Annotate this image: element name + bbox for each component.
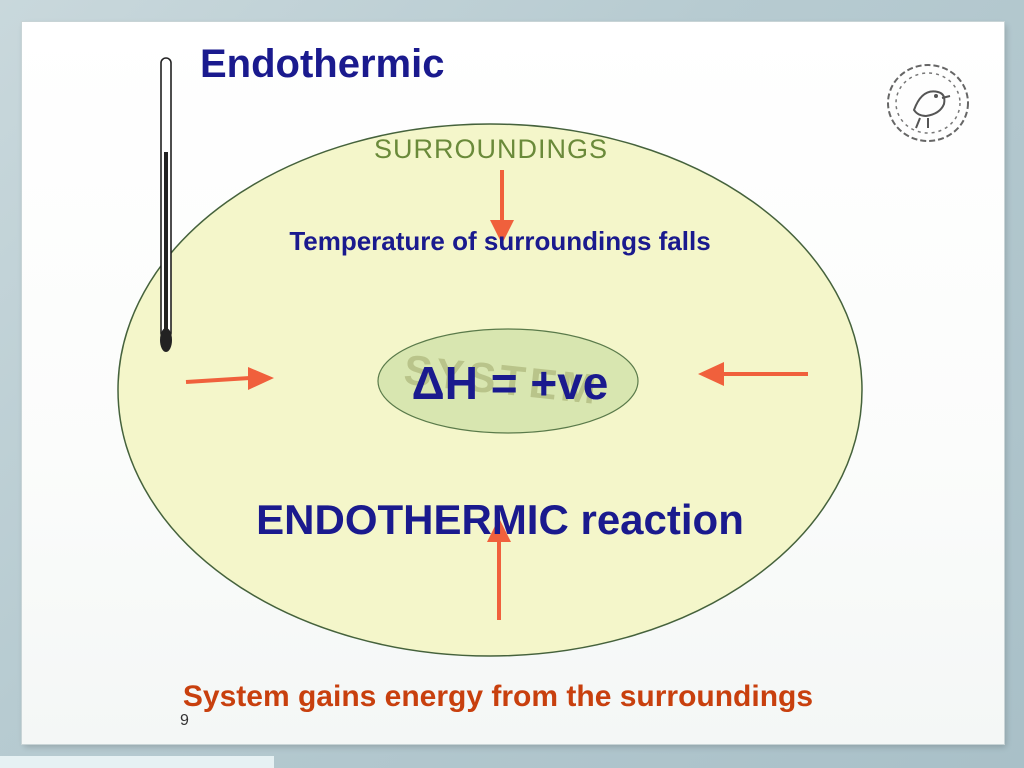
bottom-bar [0, 756, 274, 768]
arrow-right [698, 362, 808, 386]
arrow-bottom [487, 518, 511, 620]
temperature-label: Temperature of surroundings falls [289, 226, 711, 256]
slide-title: Endothermic [200, 42, 445, 86]
reaction-label: ENDOTHERMIC reaction [256, 496, 744, 543]
footer-caption: System gains energy from the surrounding… [182, 680, 814, 713]
slide-number: 9 [180, 712, 189, 729]
system-ellipse [377, 328, 639, 434]
enthalpy-label: ΔH = +ve [411, 357, 609, 409]
arrow-left [185, 367, 274, 390]
thermometer-icon [160, 57, 172, 352]
surroundings-label: SURROUNDINGS [373, 134, 608, 164]
bird-wreath-emblem-icon [887, 64, 969, 142]
arrow-top [490, 170, 514, 244]
